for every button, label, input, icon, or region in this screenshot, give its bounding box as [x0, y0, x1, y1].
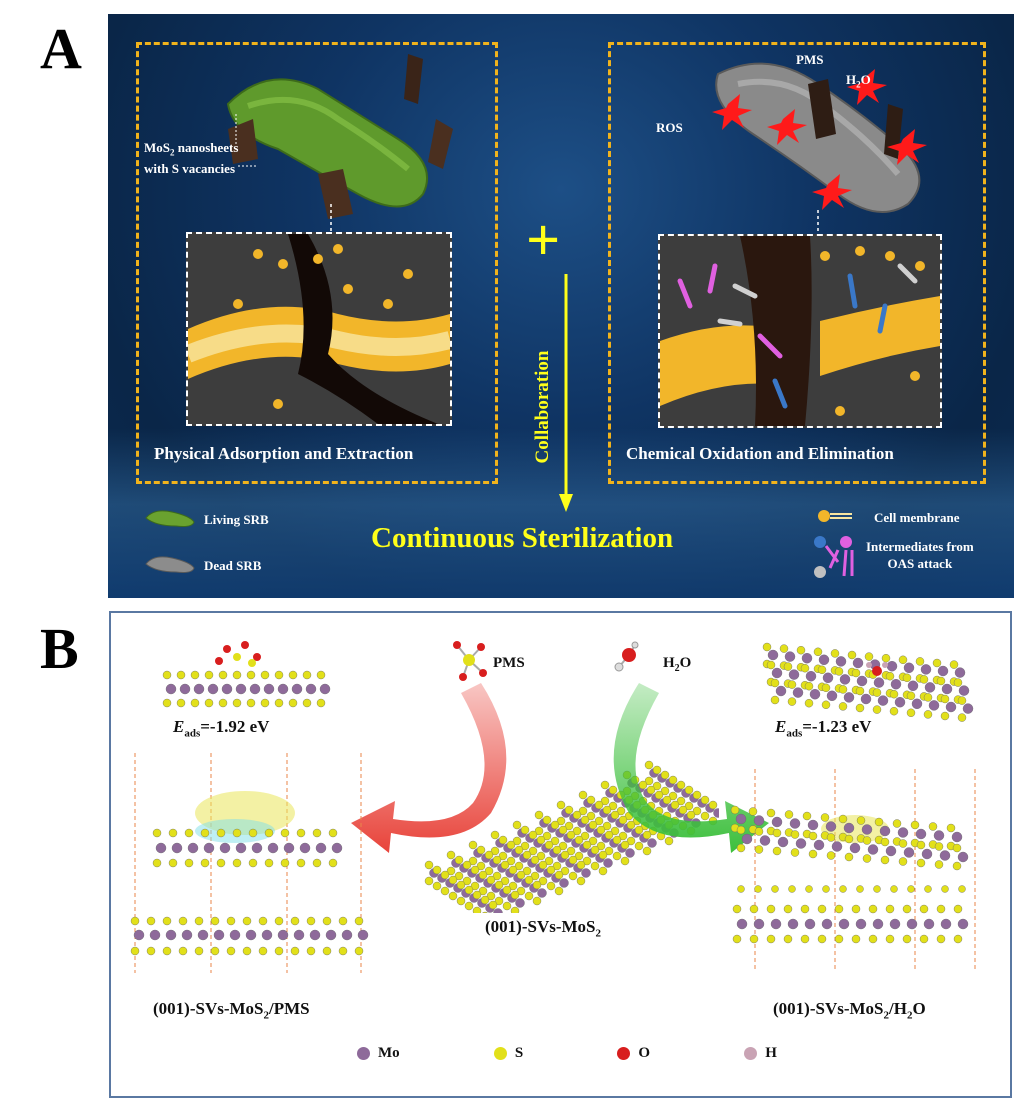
left-dashed-frame: [136, 42, 498, 484]
red-arrow-to-pms-complex: [351, 683, 507, 853]
s-atom-icon: [493, 1047, 507, 1060]
ros-label: ROS: [656, 120, 683, 135]
right-dashed-frame: [608, 42, 986, 484]
svs-mos2-pms-complex: [130, 753, 369, 973]
plus-sign: +: [526, 207, 561, 273]
pms-label-a: PMS: [796, 52, 824, 67]
eads-pms: Eads=-1.92 eV: [173, 717, 270, 740]
left-structure-label: (001)-SVs-MoS2/PMS: [153, 999, 310, 1022]
panel-b: Eads=-1.92 eV Eads=-1.23 eV PMS H2O: [109, 611, 1012, 1098]
center-structure-label: (001)-SVs-MoS2: [485, 917, 601, 940]
legend-item-o: O: [617, 1045, 650, 1062]
legend-item-mo: Mo: [357, 1045, 400, 1062]
cell-membrane-icon: [818, 510, 852, 522]
nanosheet-label: MoS2 nanosheets with S vacancies: [144, 140, 239, 176]
h2o-label-a: H2O: [846, 72, 871, 90]
svs-mos2-h2o-complex: [730, 769, 976, 969]
h-atom-icon: [744, 1047, 758, 1060]
nanosheet-leader-lines: [235, 114, 258, 167]
right-zoom-leader: [817, 210, 819, 234]
panel-a: MoS2 nanosheets with S vacancies Physica…: [108, 14, 1014, 598]
eads-h2o: Eads=-1.23 eV: [775, 717, 872, 740]
o-atom-icon: [617, 1047, 631, 1060]
panel-a-letter: A: [40, 16, 82, 81]
element-legend: Mo S O H: [357, 1045, 777, 1062]
svs-mos2-slab: [424, 760, 719, 913]
living-srb-icon: [145, 510, 195, 527]
right-caption: Chemical Oxidation and Elimination: [626, 444, 894, 463]
legend-living-srb: Living SRB: [204, 512, 269, 527]
water-surface: [108, 428, 1014, 598]
legend-dead-srb: Dead SRB: [204, 558, 262, 573]
dead-srb-icon: [145, 556, 195, 573]
pms-label-b: PMS: [493, 655, 525, 671]
pms-adsorption-structure: [162, 641, 331, 708]
left-zoom-leader: [330, 204, 332, 232]
right-structure-label: (001)-SVs-MoS2/H2O: [773, 999, 926, 1022]
left-caption: Physical Adsorption and Extraction: [154, 444, 414, 463]
legend-cell-membrane: Cell membrane: [874, 510, 960, 525]
continuous-sterilization-title: Continuous Sterilization: [371, 522, 674, 554]
panel-b-letter: B: [40, 616, 79, 681]
legend-item-s: S: [493, 1045, 523, 1062]
h2o-adsorption-structure: [762, 642, 974, 722]
right-membrane-inset: [658, 234, 942, 428]
legend-intermediates: Intermediates from OAS attack: [866, 539, 974, 571]
living-srb-illustration: [226, 54, 453, 219]
h2o-label-b: H2O: [663, 655, 692, 674]
left-membrane-inset: [186, 232, 452, 426]
collaboration-arrow: [559, 274, 573, 512]
legend-item-h: H: [744, 1045, 777, 1062]
green-arrow-to-h2o-complex: [613, 683, 769, 853]
collaboration-label: Collaboration: [532, 350, 553, 464]
pms-molecule-icon: [453, 641, 487, 681]
dead-srb-illustration: [712, 62, 927, 213]
mo-atom-icon: [357, 1047, 370, 1060]
h2o-molecule-icon: [614, 641, 639, 672]
intermediates-icon: [814, 536, 854, 578]
